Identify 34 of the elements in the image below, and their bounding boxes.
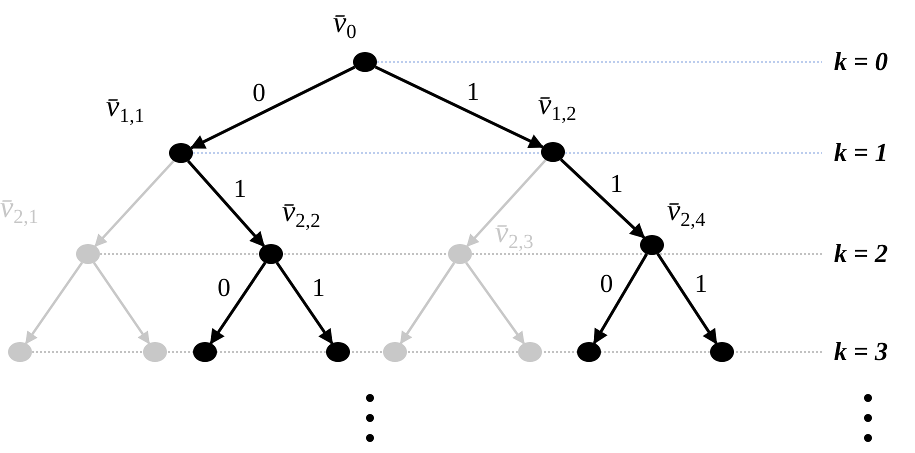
arrow: [374, 66, 544, 148]
arrow: [210, 262, 266, 345]
arrow: [187, 160, 265, 248]
arrow: [465, 262, 525, 344]
arrow: [400, 262, 456, 344]
tree-node: [640, 235, 664, 255]
tree-node: [326, 342, 350, 362]
tree-node: [259, 244, 283, 264]
arrow: [276, 262, 334, 345]
node-label: v̄$_{1,2}$: [538, 90, 576, 124]
arrow: [466, 159, 547, 247]
tree-node: [193, 342, 217, 362]
tree-node: [518, 342, 542, 362]
arrow: [24, 262, 84, 344]
tree-node: [353, 52, 377, 72]
tree-node: [448, 244, 472, 264]
arrow: [92, 262, 150, 344]
node-label: v̄$_{2,2}$: [282, 197, 320, 231]
arrow: [94, 160, 175, 247]
tree-node: [8, 342, 32, 362]
tree-node: [383, 342, 407, 362]
arrow: [560, 158, 646, 239]
node-label: v̄$_{2,4}$: [667, 196, 706, 230]
tree-node: [143, 342, 167, 362]
arrow: [593, 253, 648, 344]
tree-node: [169, 143, 193, 163]
tree-node: [710, 342, 734, 362]
arrow: [190, 66, 356, 150]
tree-node: [541, 142, 565, 162]
tree-node: [76, 244, 100, 264]
arrow: [656, 252, 718, 344]
tree-node: [577, 342, 601, 362]
node-label: v̄$_{0}$: [333, 8, 356, 42]
node-label: v̄$_{1,1}$: [106, 92, 144, 126]
